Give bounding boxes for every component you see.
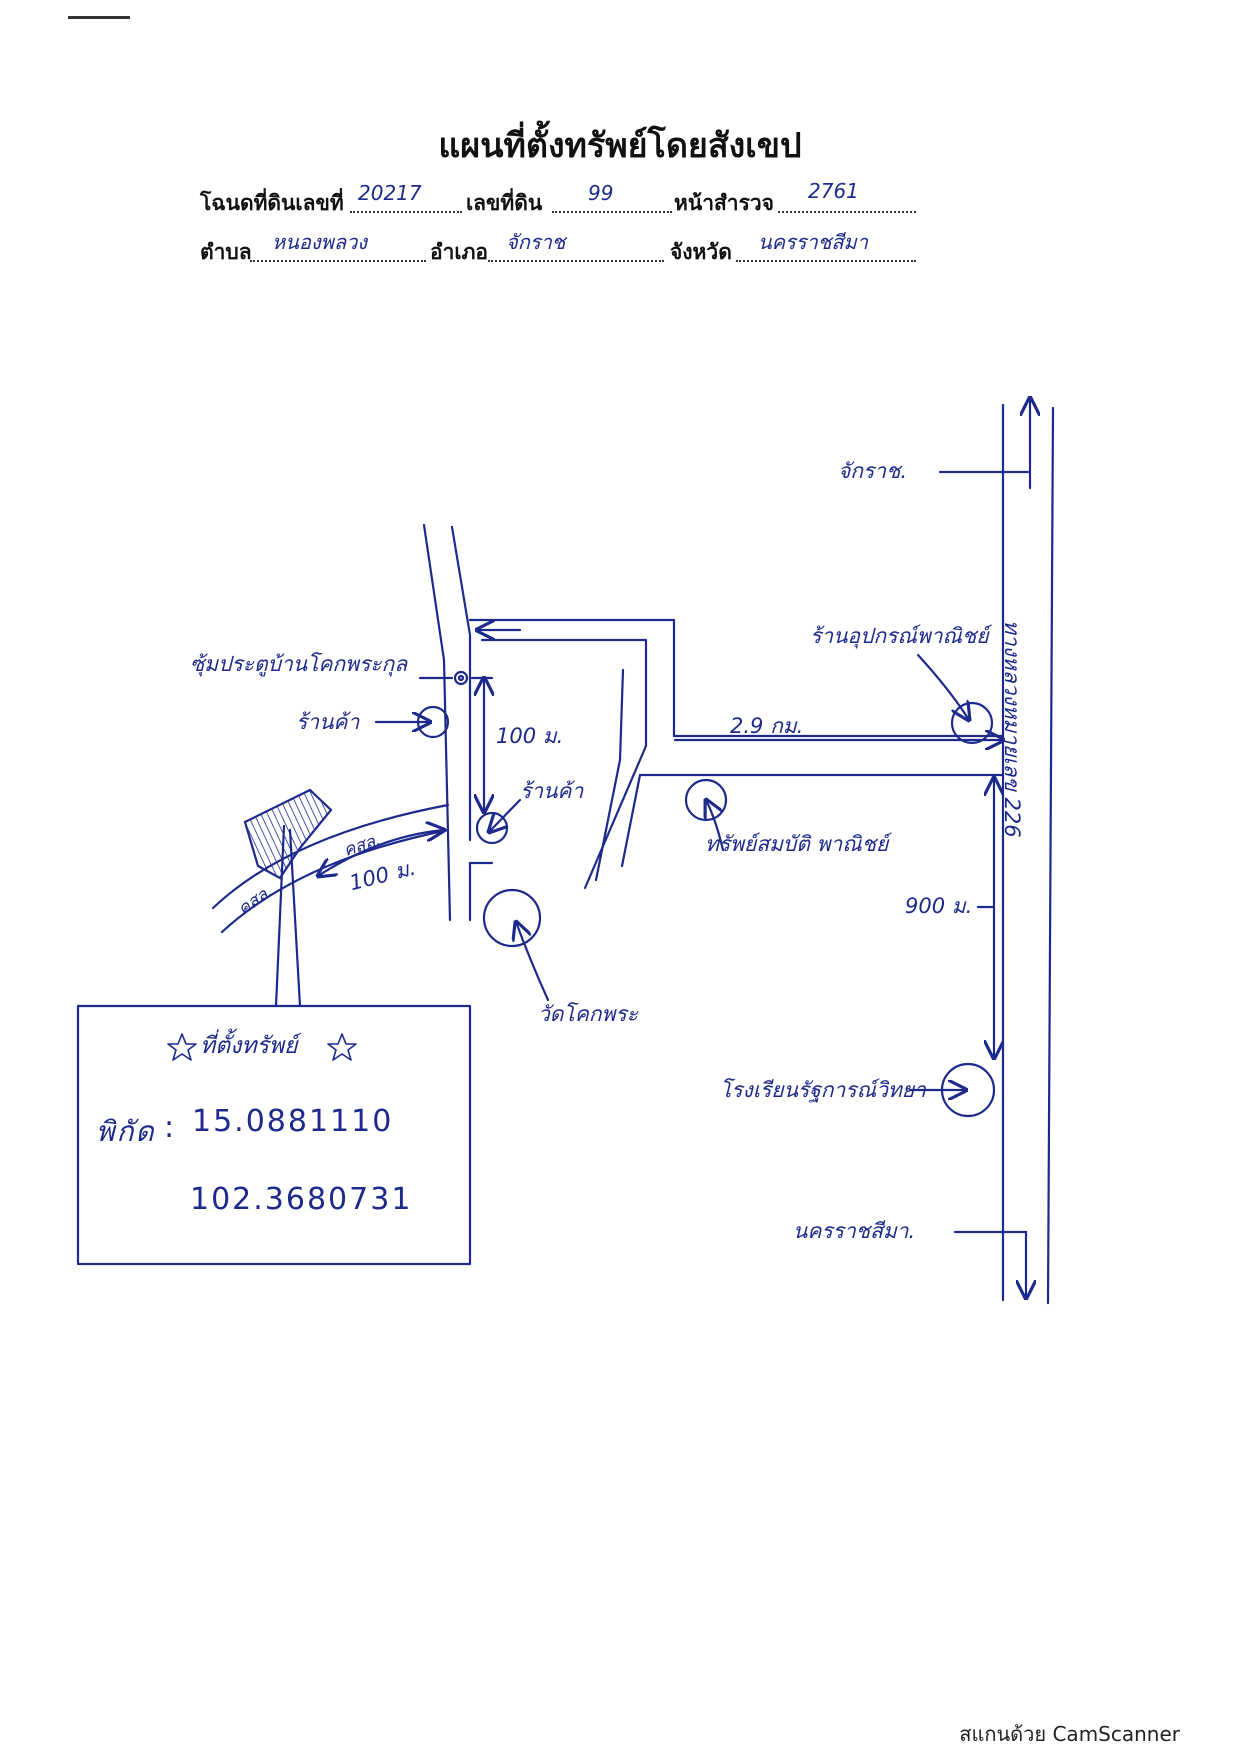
coords-label: พิกัด	[96, 1115, 156, 1148]
gas-station-label: ร้านอุปกรณ์พาณิชย์	[810, 624, 989, 648]
land-no-value: 99	[588, 181, 614, 205]
property-leader-2	[288, 828, 302, 1008]
province-dots	[736, 260, 916, 262]
highway-east-edge	[1046, 406, 1055, 1305]
deed-value: 20217	[358, 181, 422, 205]
shop2-pointer	[489, 798, 522, 832]
temple-label: วัดโคกพระ	[538, 1002, 638, 1026]
coords-colon: :	[164, 1110, 177, 1145]
star-icon-left	[167, 1033, 197, 1061]
gate-marker	[453, 670, 469, 686]
scanner-watermark: สแกนด้วย CamScanner	[959, 1722, 1180, 1746]
gate-label: ซุ้มประตูบ้านโคกพระกุล	[190, 652, 408, 676]
land-no-dots	[552, 211, 672, 213]
dist-2-9km-label: 2.9 กม.	[730, 714, 804, 738]
temple-pointer	[516, 922, 550, 1002]
dim-100m-b-arrow	[318, 830, 444, 876]
property-label: ที่ตั้งทรัพย์	[200, 1033, 298, 1059]
concrete-road-north-edge	[211, 803, 450, 910]
loop-road-inner	[480, 638, 648, 890]
subdistrict-label: ตำบล	[200, 239, 252, 264]
property-leader-1	[274, 824, 286, 1008]
survey-label: หน้าสำรวจ	[674, 190, 774, 215]
shop2-label: ร้านค้า	[520, 779, 584, 803]
page-title: แผนที่ตั้งทรัพย์โดยสังเขป	[438, 126, 802, 166]
dist-900m-label: 900 ม.	[905, 894, 973, 918]
district-label: อำเภอ	[430, 239, 489, 264]
district-value: จักราช	[506, 230, 566, 254]
loop-road-outer	[468, 618, 1005, 738]
property-info-box	[76, 1004, 472, 1266]
shop3-pointer	[706, 800, 725, 852]
form-line-2: ตำบล หนองพลวง อำเภอ จักราช จังหวัด นครรา…	[200, 230, 920, 266]
gas-station-pointer	[916, 653, 969, 720]
dist-100m-label: 100 ม.	[496, 724, 564, 748]
subdistrict-dots	[250, 260, 426, 262]
corner-mark	[68, 2, 130, 19]
land-no-label: เลขที่ดิน	[466, 190, 543, 215]
local-road-east-edge	[450, 525, 472, 842]
star-icon-right	[327, 1033, 357, 1061]
shop3-label: ทรัพย์สมบัติ พาณิชย์	[705, 832, 889, 856]
longitude-value: 102.3680731	[190, 1182, 413, 1217]
district-dots	[488, 260, 664, 262]
subdistrict-value: หนองพลวง	[272, 230, 368, 254]
shop-label: ร้านค้า	[296, 710, 360, 734]
deed-label: โฉนดที่ดินเลขที่	[200, 190, 344, 215]
local-road-west-edge	[422, 523, 452, 922]
province-value: นครราชสีมา	[758, 230, 868, 254]
province-label: จังหวัด	[670, 239, 732, 264]
school-label: โรงเรียนรัฐการณ์วิทยา	[720, 1078, 926, 1102]
deed-dots	[350, 211, 462, 213]
latitude-value: 15.0881110	[192, 1104, 394, 1139]
gate-marker-dot	[457, 674, 465, 682]
form-line-1: โฉนดที่ดินเลขที่ 20217 เลขที่ดิน 99 หน้า…	[200, 179, 920, 217]
north-direction-label: จักราช.	[838, 459, 908, 483]
survey-dots	[778, 211, 916, 213]
highway-label: ทางหลวงหมายเลข 226	[1000, 620, 1024, 838]
survey-value: 2761	[808, 179, 859, 203]
south-direction-label: นครราชสีมา.	[793, 1219, 916, 1243]
road-junction-diag	[620, 773, 642, 868]
property-parcel	[243, 788, 333, 880]
temple-circle	[482, 888, 542, 948]
loop-road-return	[594, 668, 625, 882]
